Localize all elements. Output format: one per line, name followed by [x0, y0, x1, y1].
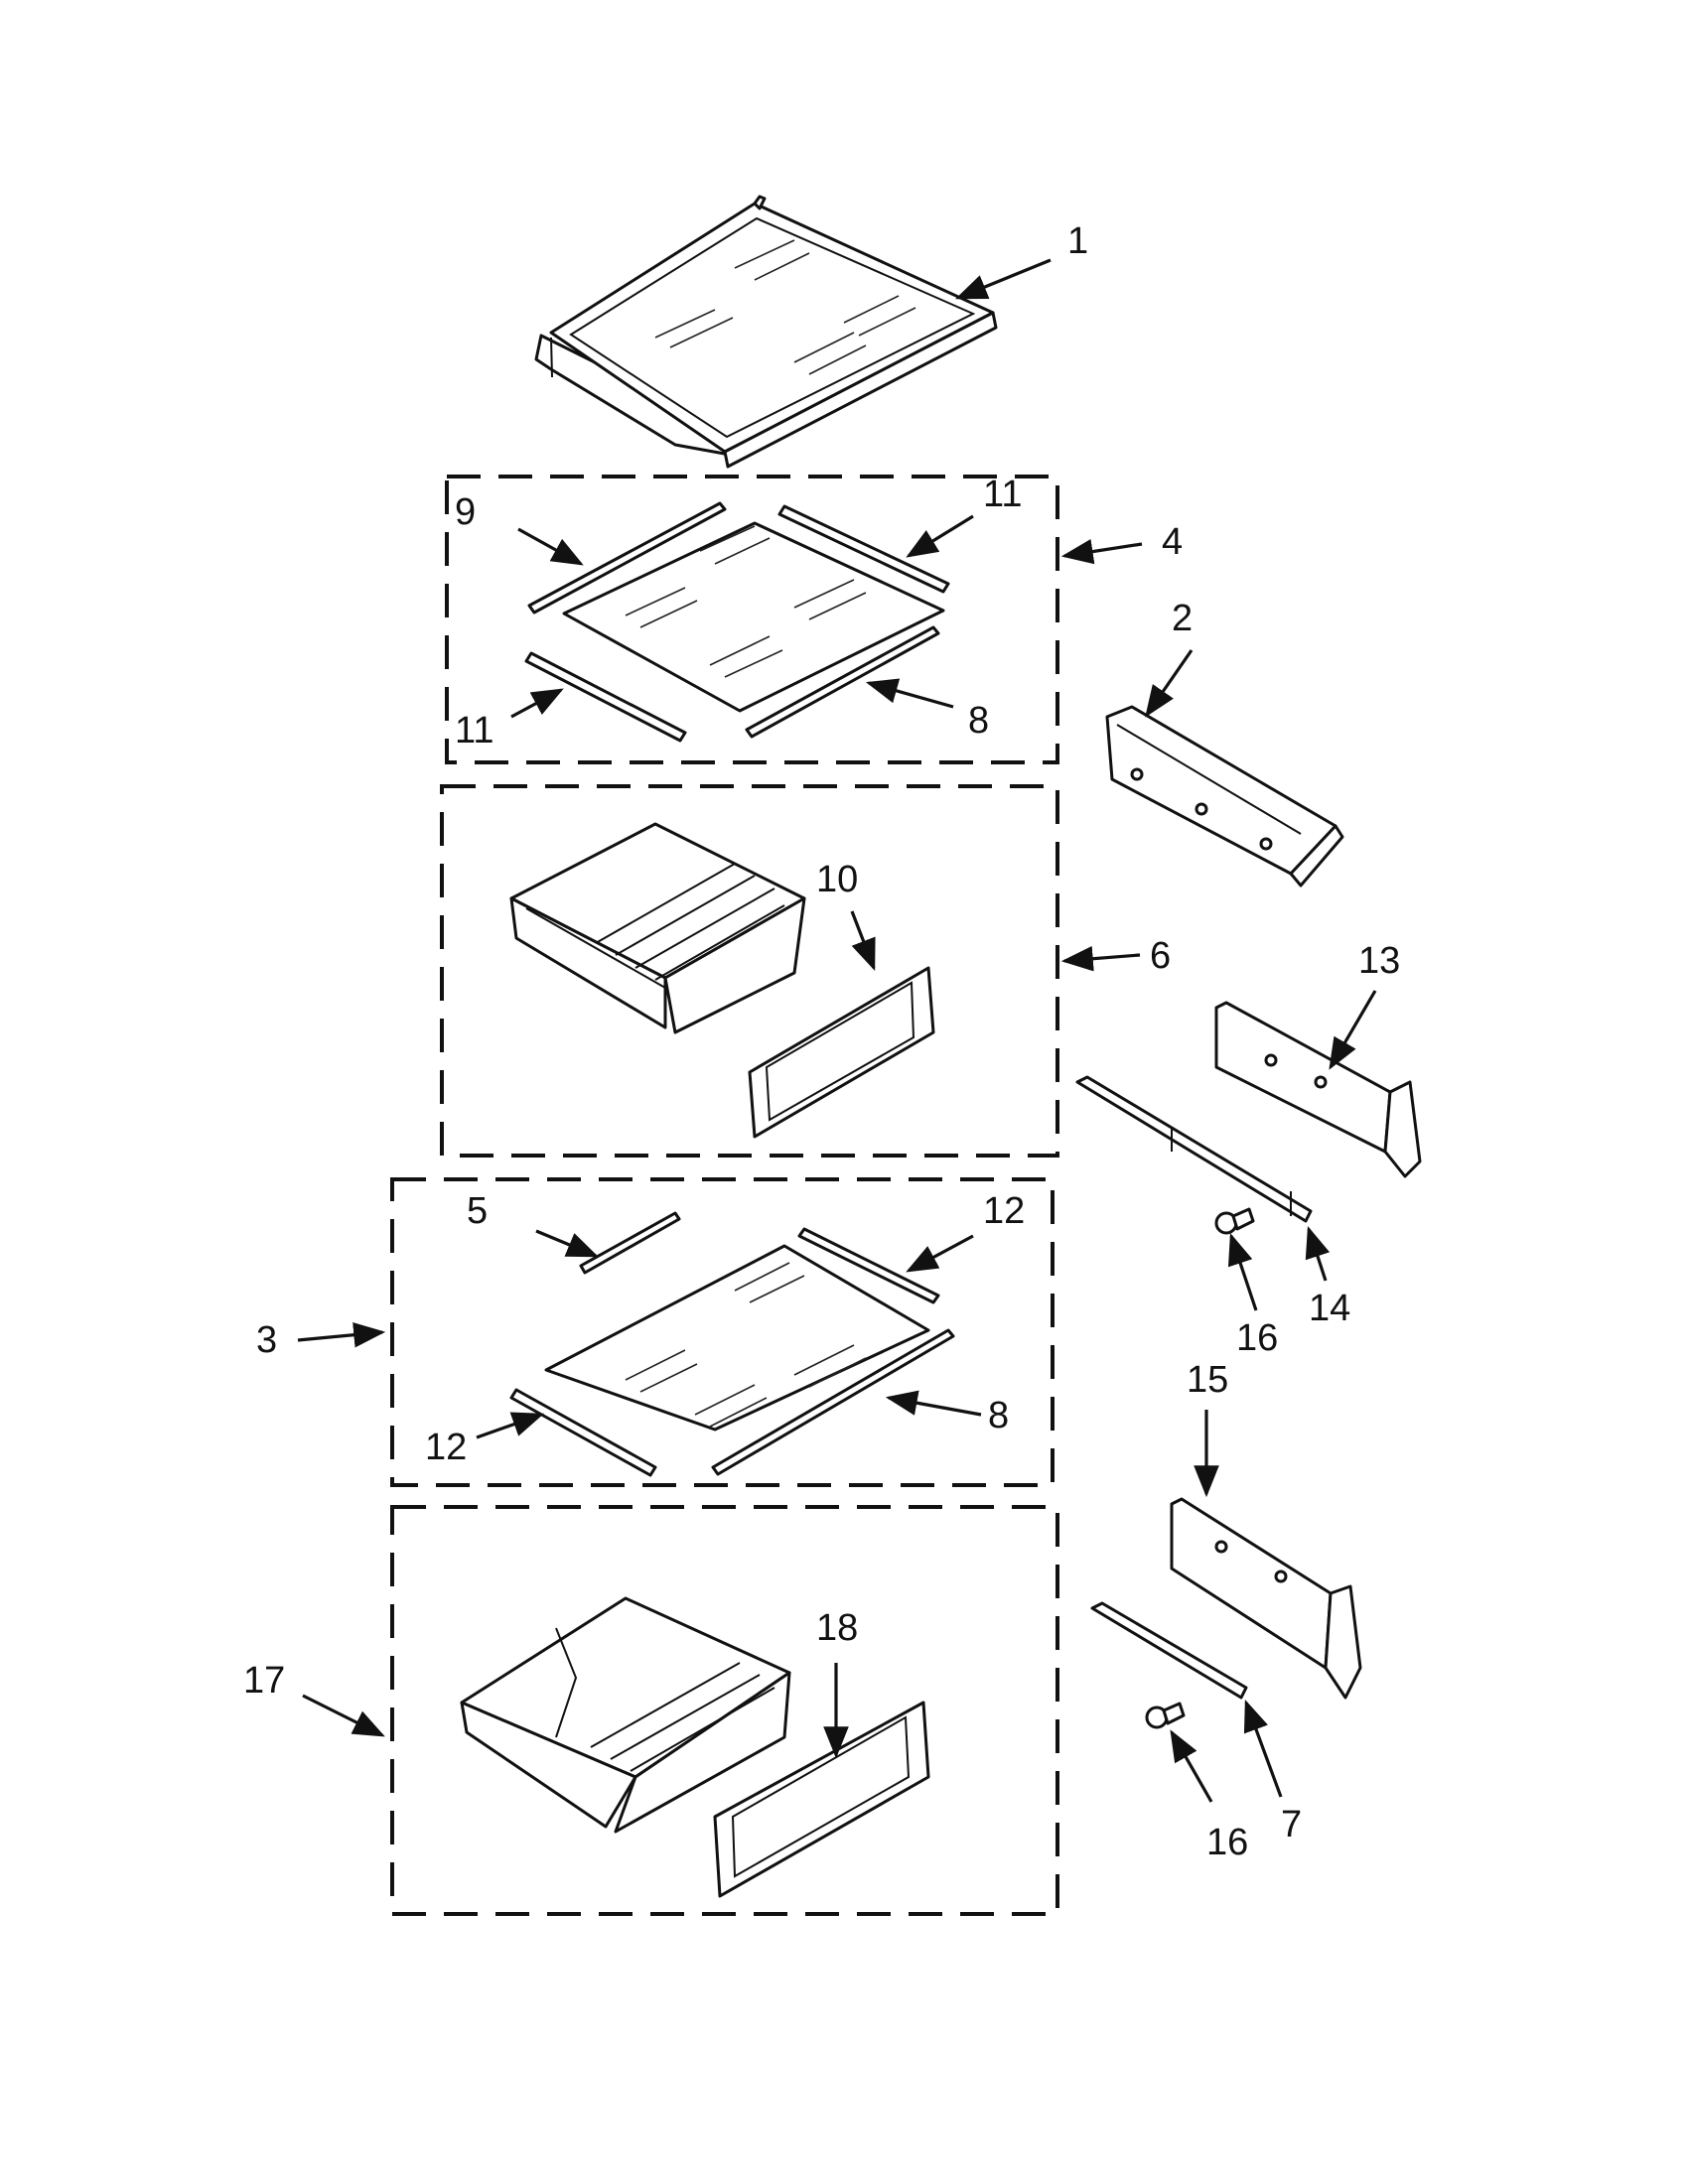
callout-16b: 16 [1206, 1822, 1248, 1863]
callout-13: 13 [1358, 940, 1400, 982]
group-6-dashed-box [440, 784, 1059, 1158]
part-8-trim [745, 625, 940, 739]
part-12-trim-right [797, 1227, 940, 1304]
callout-8a: 8 [968, 700, 989, 742]
callout-labels: 1 4 9 11 11 8 2 10 6 13 14 16 5 12 3 8 1… [243, 220, 1400, 1863]
group-3-dashed-box [390, 1177, 1055, 1487]
part-12-trim-left [509, 1388, 657, 1477]
part-shelf-glass-3 [544, 1244, 930, 1432]
part-14-slide [1075, 1075, 1313, 1223]
callout-17: 17 [243, 1660, 285, 1702]
callout-1: 1 [1067, 220, 1088, 262]
part-11-trim-left [524, 651, 687, 743]
part-11-trim-right [777, 504, 950, 594]
callout-18: 18 [816, 1607, 858, 1649]
part-1-shelf [534, 195, 998, 469]
callout-2: 2 [1172, 598, 1193, 639]
part-2-bracket [1105, 705, 1344, 887]
callout-5: 5 [467, 1190, 488, 1232]
callout-9: 9 [455, 491, 476, 533]
callout-7: 7 [1281, 1804, 1302, 1845]
group-17-dashed-box [390, 1505, 1059, 1916]
callout-14: 14 [1309, 1288, 1350, 1329]
part-8-trim-lower [711, 1328, 955, 1476]
callout-11a: 11 [983, 474, 1022, 515]
callout-3: 3 [256, 1319, 277, 1361]
callout-6: 6 [1150, 935, 1171, 977]
callout-15: 15 [1187, 1359, 1228, 1401]
group-4-dashed-box [445, 475, 1059, 764]
part-15-rail-assembly [1170, 1497, 1362, 1700]
callout-12a: 12 [983, 1190, 1025, 1232]
callout-4: 4 [1162, 521, 1183, 563]
part-crisper-bin [509, 822, 806, 1034]
callout-10: 10 [816, 859, 858, 900]
part-7-slide [1090, 1601, 1248, 1700]
part-pan-drawer [460, 1596, 791, 1834]
callout-11b: 11 [455, 710, 493, 751]
part-13-rail-assembly [1214, 1001, 1422, 1178]
part-18-drawer-cover [713, 1701, 930, 1898]
part-5-trim [579, 1211, 681, 1275]
part-10-crisper-cover [748, 966, 935, 1139]
part-shelf-glass-4 [562, 521, 945, 713]
callout-16a: 16 [1236, 1317, 1278, 1359]
leader-lines [297, 258, 1377, 1803]
part-16-screw-lower [1145, 1702, 1186, 1729]
callout-12b: 12 [425, 1427, 467, 1468]
part-9-trim [527, 501, 727, 614]
callout-8b: 8 [988, 1395, 1009, 1436]
part-16-screw-upper [1214, 1207, 1255, 1235]
